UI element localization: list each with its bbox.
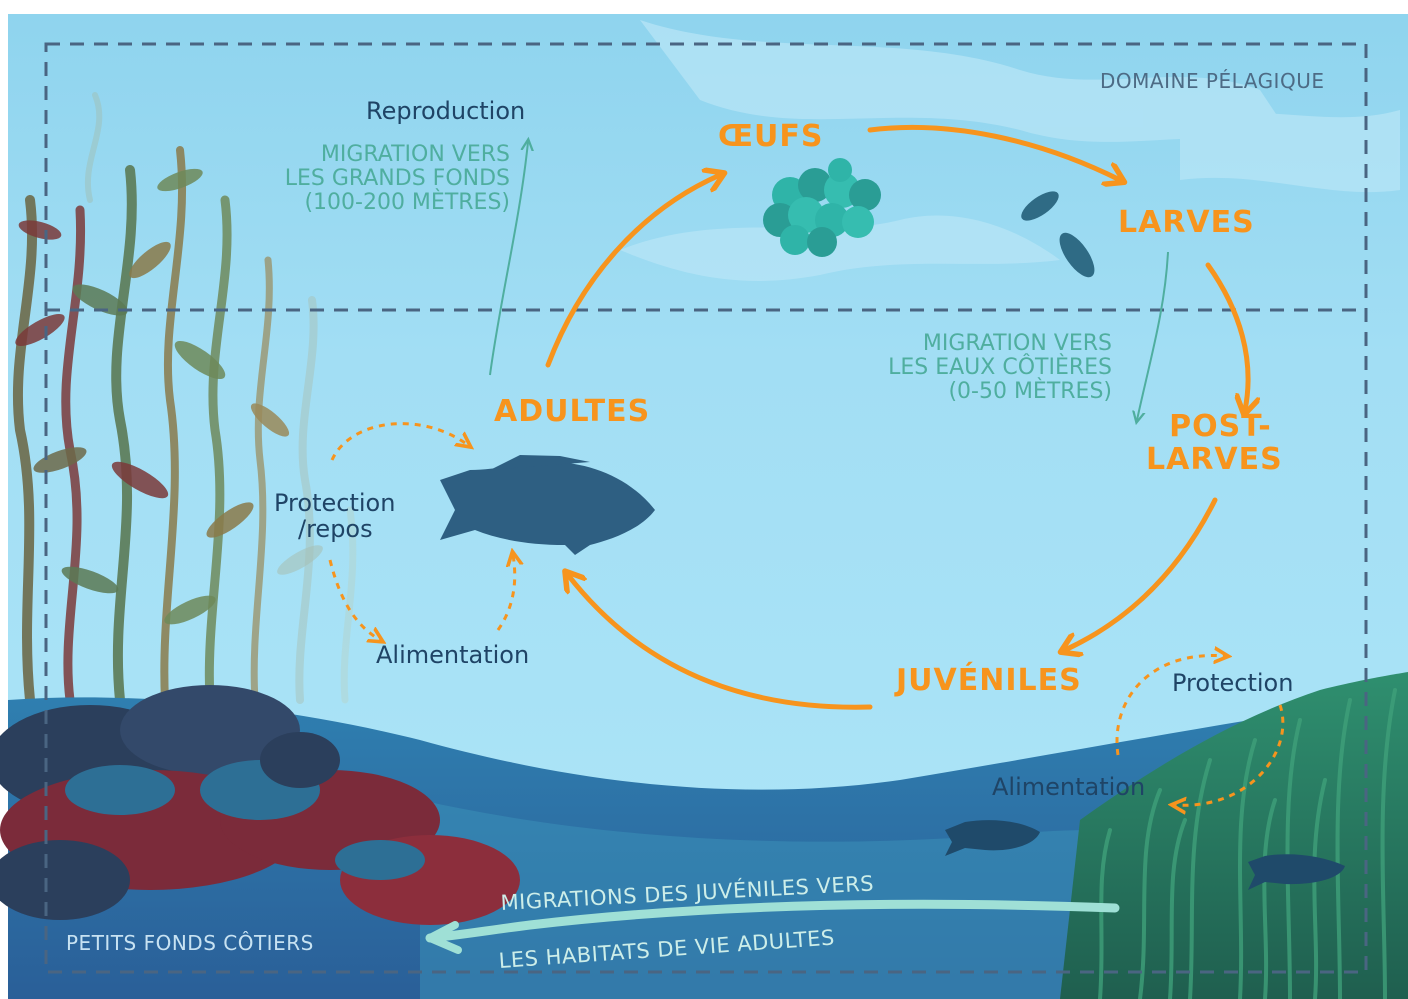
arrow-adults-to-eggs <box>545 175 720 368</box>
kelp-leaves <box>15 168 323 625</box>
label-adult-feeding: Alimentation <box>376 641 530 669</box>
stage-label-postlarvae-line2: LARVES <box>1146 442 1283 477</box>
label-protection-rest-line1: Protection <box>274 489 396 517</box>
life-cycle-arrows <box>545 124 1248 710</box>
adult-activity-arrows <box>328 422 515 640</box>
zone-boundary <box>44 42 1368 974</box>
label-reproduction: Reproduction <box>366 97 526 125</box>
migration-arrows <box>489 142 1169 420</box>
egg-cluster-icon <box>763 158 881 257</box>
stage-label-adults: ADULTES <box>494 394 651 429</box>
label-protection-rest: Protection /repos <box>274 490 395 543</box>
fish-silhouette-icon <box>440 455 655 555</box>
seagrass-meadow <box>1060 672 1408 999</box>
stage-label-larvae: LARVES <box>1118 205 1255 240</box>
rocky-reef <box>0 685 520 925</box>
migration-juveniles-arrow <box>425 899 1120 943</box>
stage-label-juveniles: JUVÉNILES <box>896 663 1082 698</box>
migration-juveniles-arrowhead <box>426 921 462 954</box>
arrow-larvae-to-postlarvae <box>1205 262 1248 410</box>
migration-larvae-text: MIGRATION VERS LES EAUX CÔTIÈRES (0-50 M… <box>888 331 1112 405</box>
label-juvenile-feeding: Alimentation <box>992 773 1146 801</box>
stage-label-eggs: ŒUFS <box>718 119 824 154</box>
juvenile-activity-arrows <box>1115 656 1285 806</box>
migration-larvae-line2: LES EAUX CÔTIÈRES <box>888 355 1112 381</box>
stage-label-postlarvae: POST- LARVES <box>1146 409 1283 476</box>
zone-label-coastal: PETITS FONDS CÔTIERS <box>66 931 314 955</box>
migration-adults-line2: LES GRANDS FONDS <box>284 166 510 192</box>
migration-adults-line1: MIGRATION VERS <box>320 142 510 167</box>
migration-adults-line3: (100-200 MÈTRES) <box>304 190 510 216</box>
migration-adults-arrow <box>489 142 528 376</box>
kelp-forest <box>12 92 357 705</box>
zone-label-pelagic: DOMAINE PÉLAGIQUE <box>1100 69 1325 93</box>
migration-larvae-line1: MIGRATION VERS <box>922 331 1112 356</box>
leaf-larvae-icon <box>1021 191 1095 278</box>
migration-larvae-arrow <box>1137 251 1169 420</box>
arrow-postlarvae-to-juveniles <box>1065 497 1218 650</box>
sandy-bottom <box>420 800 1260 999</box>
surface-currents <box>620 20 1400 281</box>
migration-larvae-line3: (0-50 MÈTRES) <box>948 379 1112 405</box>
arrow-juveniles-to-adults <box>568 575 873 710</box>
label-juvenile-protection: Protection <box>1172 669 1294 697</box>
arrow-eggs-to-larvae <box>867 124 1120 180</box>
juvenile-fish-icon <box>945 820 1345 890</box>
label-protection-rest-line2: /repos <box>298 515 373 544</box>
migration-adults-text: MIGRATION VERS LES GRANDS FONDS (100-200… <box>284 142 510 216</box>
stage-label-postlarvae-line1: POST- <box>1169 409 1272 444</box>
seagrass-blades <box>1098 688 1397 999</box>
